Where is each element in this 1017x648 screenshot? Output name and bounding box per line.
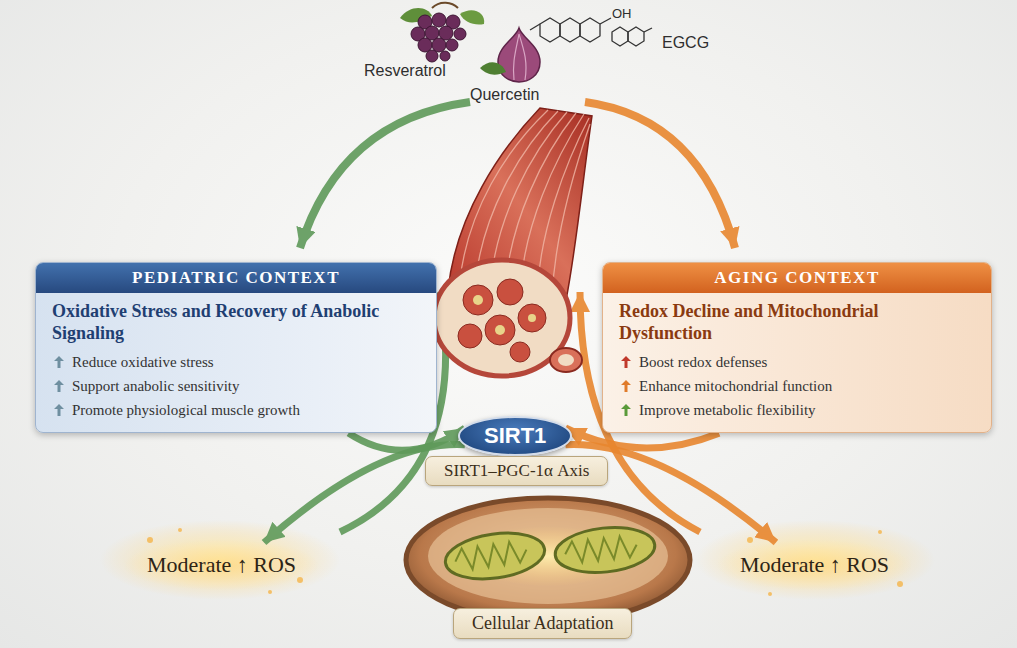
bullet-arrow <box>621 404 631 416</box>
axis-box: SIRT1–PGC-1α Axis <box>425 456 608 486</box>
bullet-arrow <box>621 380 631 392</box>
bullet-row: Enhance mitochondrial function <box>603 374 991 398</box>
bullet-text: Reduce oxidative stress <box>72 353 214 371</box>
compound-label: EGCG <box>662 34 709 52</box>
bullet-arrow <box>54 404 64 416</box>
bullet-text: Boost redox defenses <box>639 353 767 371</box>
node-text: Cellular Adaptation <box>472 613 613 634</box>
bullet-text: Support anabolic sensitivity <box>72 377 239 395</box>
context-panel: PEDIATRIC CONTEXTOxidative Stress and Re… <box>35 262 437 433</box>
sirt1-oval: SIRT1 <box>458 416 572 456</box>
panel-heading: AGING CONTEXT <box>603 263 991 293</box>
node-text: SIRT1–PGC-1α Axis <box>444 461 589 481</box>
ros-cloud: Moderate ↑ ROS <box>125 540 318 590</box>
bullet-row: Improve metabolic flexibility <box>603 398 991 422</box>
compound-label: Resveratrol <box>364 62 446 80</box>
compound-label: OH <box>612 6 632 21</box>
panel-heading: PEDIATRIC CONTEXT <box>36 263 436 293</box>
bullet-text: Promote physiological muscle growth <box>72 401 300 419</box>
bullet-row: Reduce oxidative stress <box>36 350 436 374</box>
panel-subtitle: Redox Decline and Mitochondrial Dysfunct… <box>603 293 991 350</box>
bullet-text: Enhance mitochondrial function <box>639 377 832 395</box>
bullet-arrow <box>54 380 64 392</box>
bullet-row: Boost redox defenses <box>603 350 991 374</box>
node-text: Moderate ↑ ROS <box>740 552 889 578</box>
bullet-arrow <box>621 356 631 368</box>
panel-subtitle: Oxidative Stress and Recovery of Anaboli… <box>36 293 436 350</box>
adaptation-box: Cellular Adaptation <box>453 608 632 639</box>
bullet-text: Improve metabolic flexibility <box>639 401 816 419</box>
node-text: Moderate ↑ ROS <box>147 552 296 578</box>
node-text: SIRT1 <box>484 423 546 449</box>
bullet-row: Support anabolic sensitivity <box>36 374 436 398</box>
bullet-arrow <box>54 356 64 368</box>
compound-label: Quercetin <box>470 86 539 104</box>
bullet-row: Promote physiological muscle growth <box>36 398 436 422</box>
context-panel: AGING CONTEXTRedox Decline and Mitochond… <box>602 262 992 433</box>
ros-cloud: Moderate ↑ ROS <box>718 540 911 590</box>
